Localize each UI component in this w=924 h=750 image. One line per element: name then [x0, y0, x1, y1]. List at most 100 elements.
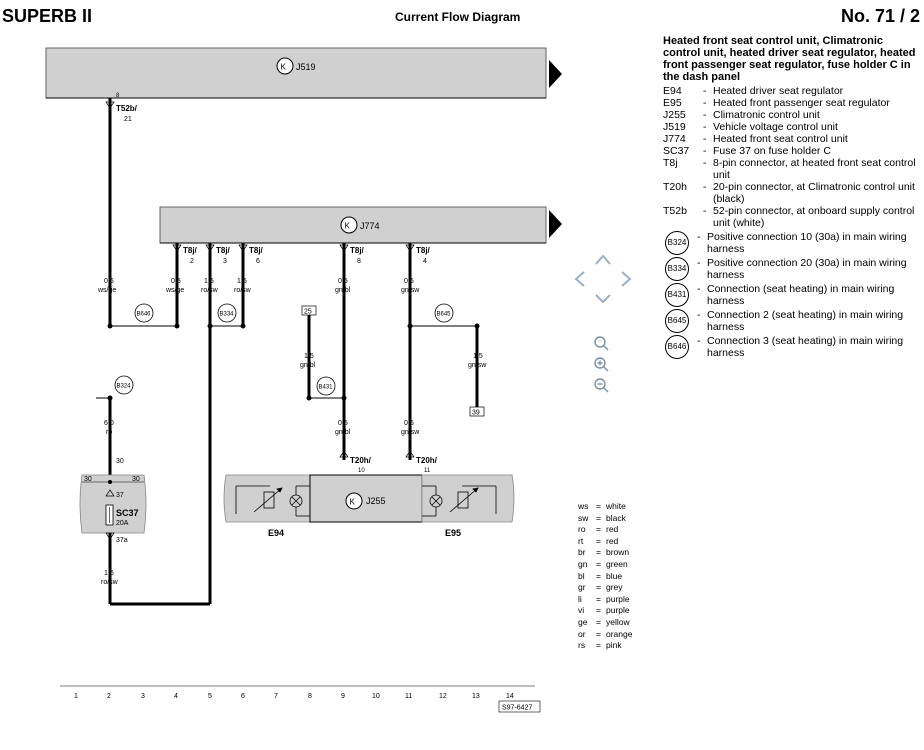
- svg-text:B645: B645: [437, 312, 452, 318]
- legend-code: T52b: [663, 205, 687, 217]
- j774-continue-arrow: [549, 210, 562, 238]
- j519-box: [45, 47, 547, 99]
- svg-text:6: 6: [256, 258, 260, 265]
- legend-title: Heated front seat control unit, Climatro…: [663, 35, 916, 83]
- legend-desc: Connection (seat heating) in main wiring…: [707, 283, 895, 307]
- legend-code: T8j: [663, 157, 678, 169]
- connection-badge: B431: [665, 283, 689, 307]
- wire-label-color: ro/sw: [201, 287, 219, 294]
- wire-label-size: 1,5: [204, 278, 214, 285]
- b324-connection: B324: [114, 375, 134, 395]
- color-key-row: li=purple: [578, 593, 630, 604]
- color-name: brown: [606, 547, 630, 558]
- terminal-30-top: 30: [116, 458, 124, 465]
- svg-text:11: 11: [405, 693, 412, 700]
- j519-symbol: [276, 57, 294, 75]
- svg-text:5: 5: [208, 693, 212, 700]
- svg-text:0,5: 0,5: [338, 420, 348, 427]
- down-arrow-icon[interactable]: [595, 294, 611, 304]
- legend-code: SC37: [663, 145, 690, 157]
- b334-connection: B334: [217, 303, 237, 323]
- legend-code: J255: [663, 109, 686, 121]
- legend-item: E94-Heated driver seat regulator: [663, 85, 923, 97]
- color-key-row: sw=black: [578, 512, 626, 523]
- legend-item: SC37-Fuse 37 on fuse holder C: [663, 145, 923, 157]
- wire-label-color: gn/sw: [401, 287, 420, 294]
- color-key-row: or=orange: [578, 628, 633, 639]
- svg-text:8: 8: [308, 693, 312, 700]
- svg-text:T8j/: T8j/: [416, 246, 431, 255]
- legend-desc: 52-pin connector, at onboard supply cont…: [713, 205, 915, 229]
- j255-box: [309, 474, 423, 523]
- legend-item: E95-Heated front passenger seat regulato…: [663, 97, 923, 109]
- color-name: white: [606, 501, 626, 511]
- model-name: SUPERB II: [2, 6, 93, 26]
- legend-desc: Heated driver seat regulator: [713, 85, 844, 97]
- connection-badge: B645: [665, 309, 689, 333]
- wire-label-size: 0,5: [404, 278, 414, 285]
- left-arrow-icon[interactable]: [574, 271, 585, 287]
- svg-text:1,5: 1,5: [304, 353, 314, 360]
- right-arrow-icon[interactable]: [621, 271, 632, 287]
- doc-id: S97-6427: [502, 705, 532, 712]
- svg-text:6,0: 6,0: [104, 420, 114, 427]
- j774-label: J774: [360, 221, 380, 231]
- zoom-in-icon[interactable]: [594, 357, 609, 372]
- j255-label: J255: [366, 496, 386, 506]
- up-arrow-icon[interactable]: [595, 254, 611, 265]
- b645-connection: B645: [434, 303, 454, 323]
- color-abbr: rs: [578, 640, 586, 651]
- svg-text:T8j/: T8j/: [350, 246, 365, 255]
- svg-text:39: 39: [472, 410, 480, 417]
- color-name: orange: [606, 628, 633, 639]
- color-key-row: ge=yellow: [578, 616, 630, 627]
- connection-badge: B334: [665, 257, 689, 281]
- color-abbr: ge: [578, 616, 588, 627]
- color-name: purple: [606, 593, 630, 604]
- svg-text:9: 9: [341, 693, 345, 700]
- wiring-diagram[interactable]: K J519 8 T52b/ 21 K J774 T8j/ 2 T8j/ 3 T…: [0, 30, 660, 750]
- ground-ref-39: [469, 406, 485, 417]
- color-key-row: ro=red: [578, 524, 619, 535]
- svg-text:12: 12: [439, 693, 447, 700]
- legend-connection: B324-Positive connection 10 (30a) in mai…: [663, 231, 923, 255]
- svg-text:10: 10: [358, 468, 365, 474]
- t8j-pin-2: T8j/ 2: [172, 243, 198, 326]
- wire-label-color: gn/bl: [335, 287, 351, 294]
- page-header: SUPERB II Current Flow Diagram No. 71 / …: [0, 0, 924, 30]
- sc37-label: SC37: [116, 508, 139, 518]
- t8j-pin-8: T8j/ 8: [339, 243, 365, 460]
- zoom-out-icon[interactable]: [594, 378, 609, 393]
- terminal-37: 37: [116, 492, 124, 499]
- svg-text:B334: B334: [220, 312, 235, 318]
- svg-text:25: 25: [304, 309, 312, 316]
- legend-connection: B431-Connection (seat heating) in main w…: [663, 283, 923, 307]
- legend-desc: Heated front passenger seat regulator: [713, 97, 890, 109]
- color-abbr: gn: [578, 558, 588, 569]
- scale-numbers: 1 2 3 4 5 6 7 8 9 10 11 12 13 14: [74, 693, 514, 700]
- legend-code: E95: [663, 97, 682, 109]
- j774-symbol: [340, 216, 358, 234]
- legend-desc: 8-pin connector, at heated front seat co…: [713, 157, 916, 181]
- wire-label-size: 1,5: [237, 278, 247, 285]
- wire-label-size: 0,5: [171, 278, 181, 285]
- legend-desc: Positive connection 10 (30a) in main wir…: [707, 231, 907, 255]
- legend-item: T20h-20-pin connector, at Climatronic co…: [663, 181, 923, 205]
- legend-desc: Fuse 37 on fuse holder C: [713, 145, 831, 157]
- svg-text:gn/bl: gn/bl: [300, 362, 316, 369]
- color-name: red: [606, 524, 619, 535]
- color-abbr: gr: [578, 582, 586, 593]
- svg-text:3: 3: [223, 258, 227, 265]
- legend-item: J774-Heated front seat control unit: [663, 133, 923, 145]
- legend-connection: B646-Connection 3 (seat heating) in main…: [663, 335, 923, 359]
- color-abbr: bl: [578, 570, 585, 581]
- magnifier-icon[interactable]: [594, 336, 609, 351]
- color-name: pink: [606, 640, 622, 651]
- svg-text:10: 10: [372, 693, 380, 700]
- svg-text:2: 2: [107, 693, 111, 700]
- legend-desc: Connection 3 (seat heating) in main wiri…: [707, 335, 904, 359]
- svg-text:T8j/: T8j/: [216, 246, 231, 255]
- svg-text:ro/sw: ro/sw: [101, 579, 119, 586]
- svg-text:K: K: [281, 63, 287, 72]
- e94-housing: [223, 474, 311, 523]
